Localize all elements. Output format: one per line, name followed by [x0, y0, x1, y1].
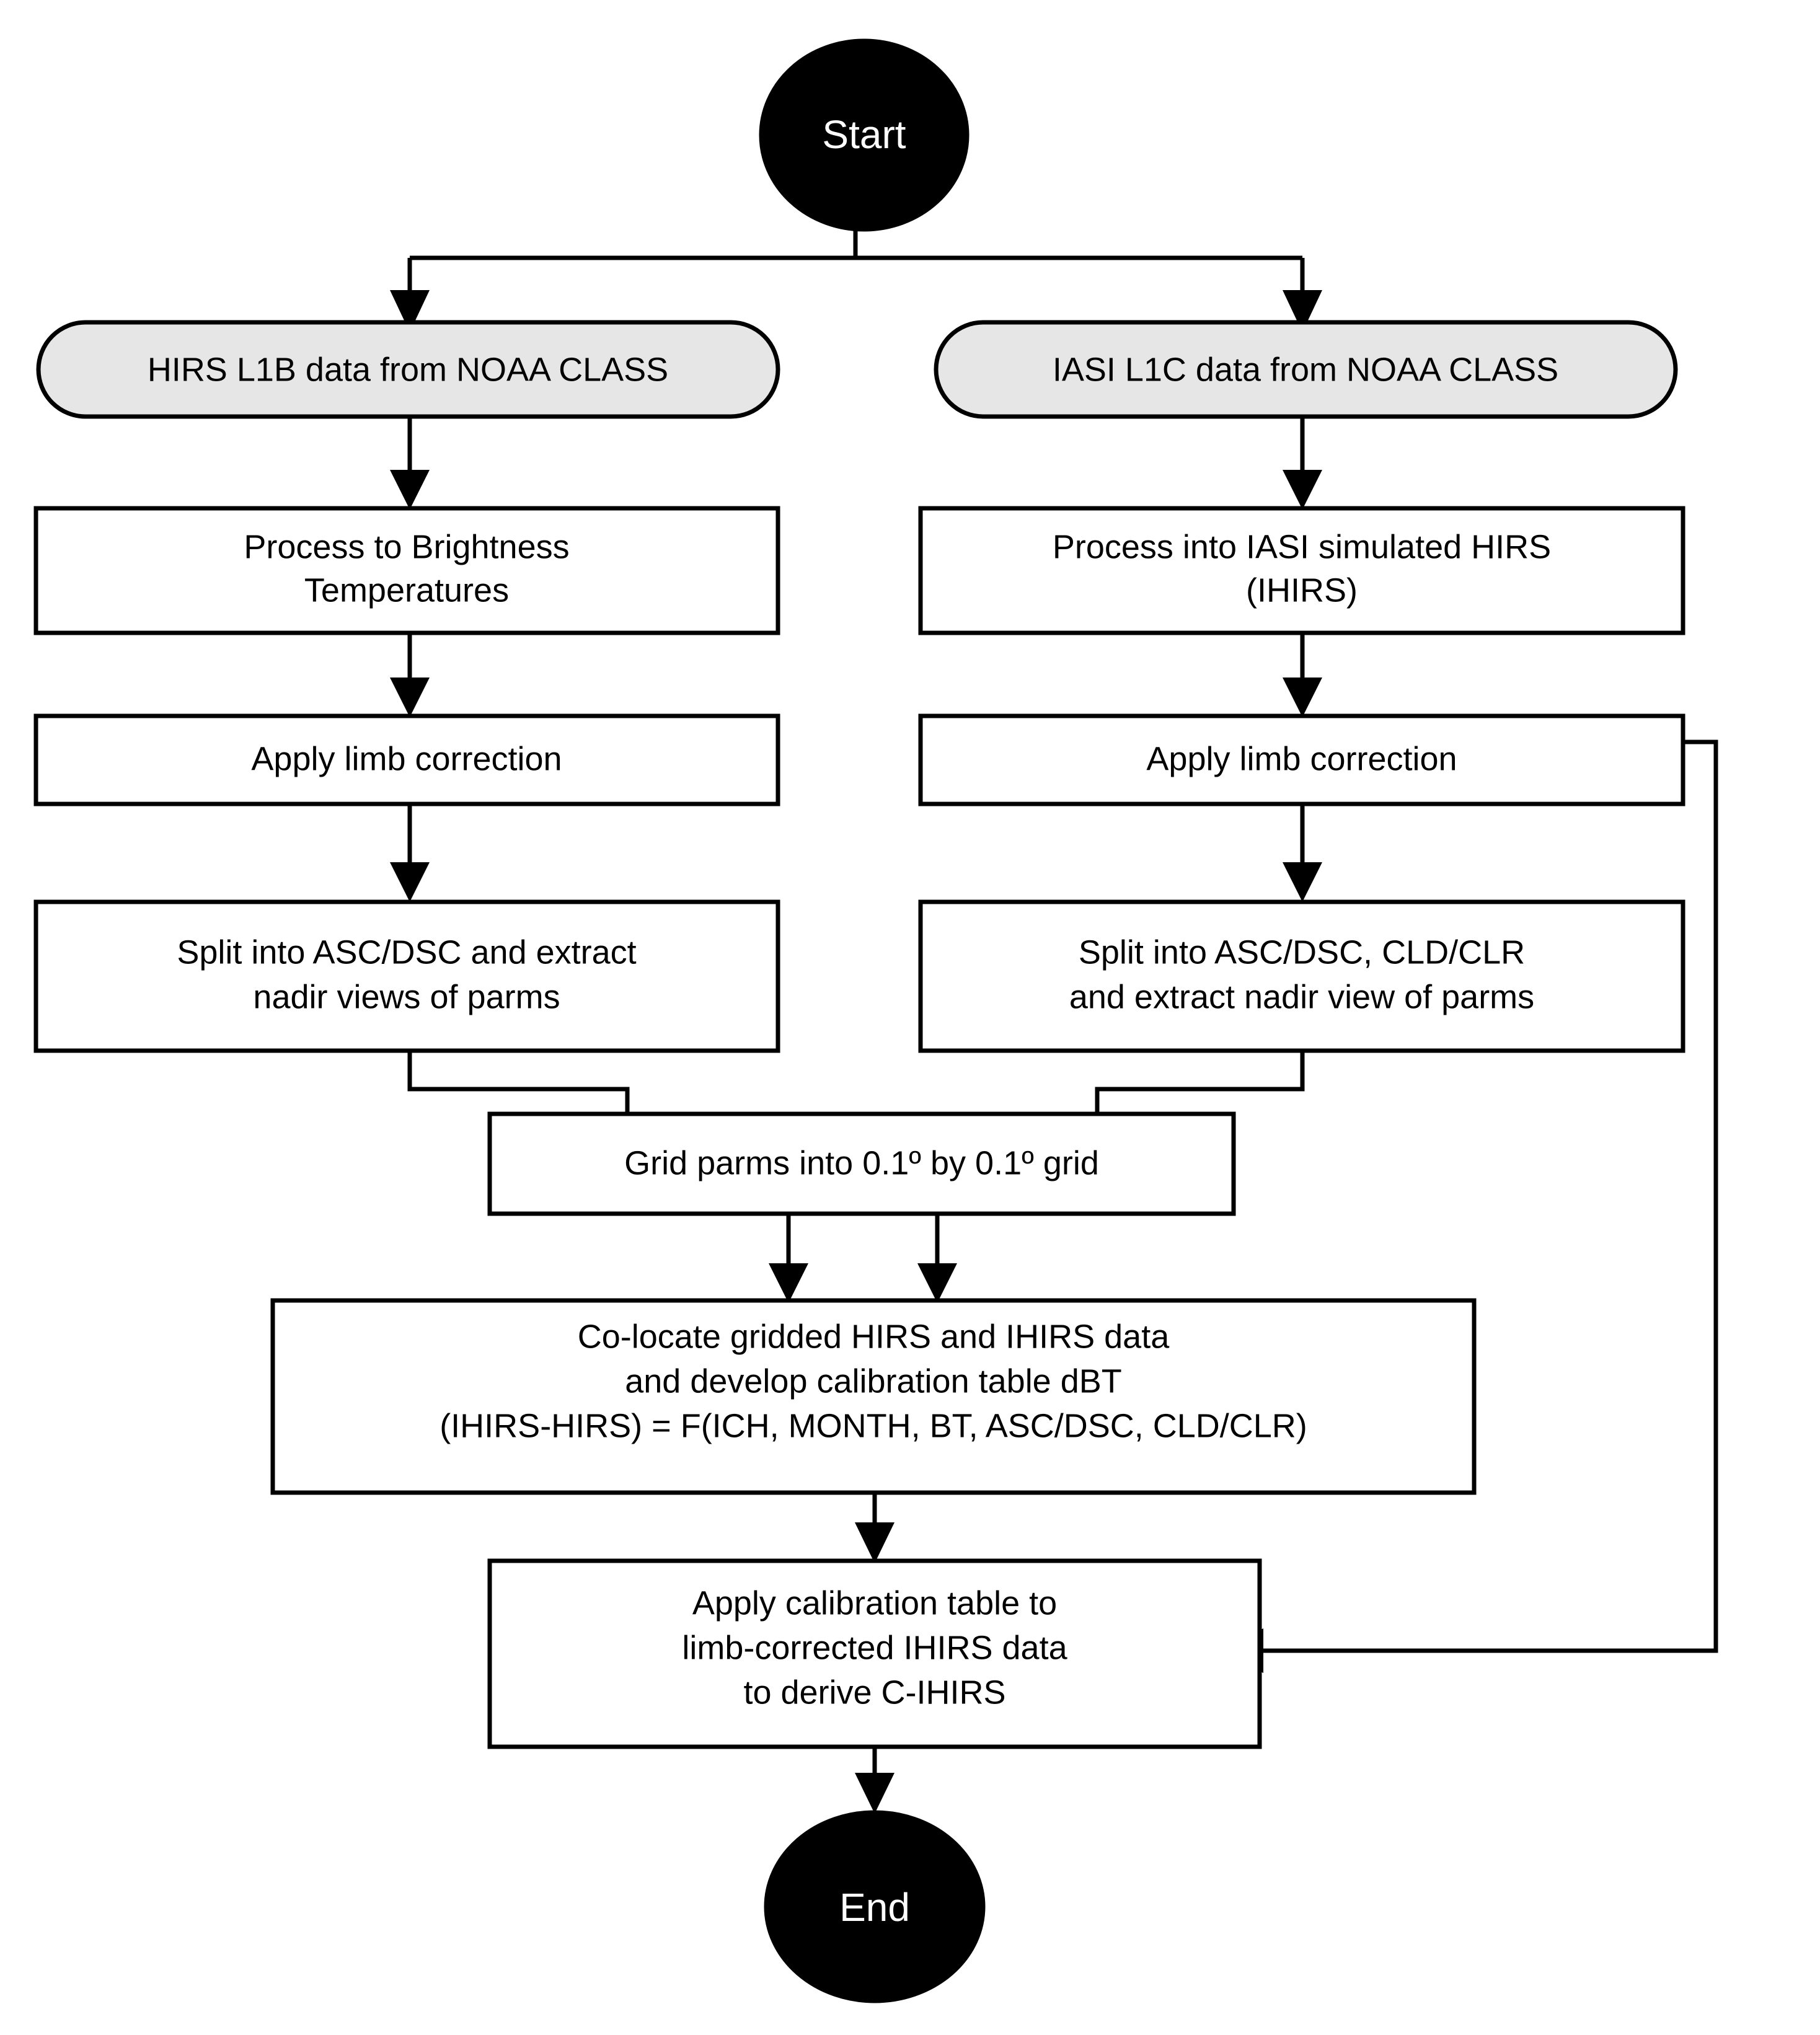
- node-iasi-split-line2: and extract nadir view of parms: [1069, 978, 1534, 1015]
- node-apply-cal[interactable]: Apply calibration table to limb-correcte…: [487, 1558, 1262, 1749]
- node-hirs-process-line2: Temperatures: [304, 572, 509, 609]
- node-hirs-split-line1: Split into ASC/DSC and extract: [177, 934, 636, 971]
- node-colocate-line1: Co-locate gridded HIRS and IHIRS data: [578, 1318, 1170, 1355]
- edge-iasi-process-limb: [1283, 633, 1322, 717]
- node-iasi-split-line1: Split into ASC/DSC, CLD/CLR: [1079, 934, 1525, 971]
- node-grid[interactable]: Grid parms into 0.1º by 0.1º grid: [487, 1111, 1236, 1216]
- node-iasi-limb-label: Apply limb correction: [1146, 740, 1457, 777]
- node-hirs-source-label: HIRS L1B data from NOAA CLASS: [148, 351, 668, 388]
- node-end[interactable]: End: [764, 1810, 986, 2003]
- edge-colocate-apply: [855, 1493, 895, 1563]
- node-apply-cal-line3: to derive C-IHIRS: [743, 1674, 1005, 1711]
- edge-start-split: [390, 229, 1322, 332]
- node-iasi-source-label: IASI L1C data from NOAA CLASS: [1053, 351, 1558, 388]
- node-iasi-source[interactable]: IASI L1C data from NOAA CLASS: [934, 320, 1678, 419]
- node-apply-cal-line1: Apply calibration table to: [692, 1584, 1057, 1622]
- edge-hirs-limb-split: [390, 804, 430, 902]
- edge-hirs-process-limb: [390, 633, 430, 717]
- edge-iasi-source-process: [1283, 417, 1322, 510]
- node-colocate-line2: and develop calibration table dBT: [625, 1362, 1122, 1400]
- node-iasi-split[interactable]: Split into ASC/DSC, CLD/CLR and extract …: [918, 899, 1685, 1053]
- node-end-label: End: [839, 1885, 910, 1930]
- node-iasi-process-line2: (IHIRS): [1246, 572, 1358, 609]
- node-colocate-line3: (IHIRS-HIRS) = F(ICH, MONTH, BT, ASC/DSC…: [440, 1407, 1307, 1444]
- node-hirs-process-line1: Process to Brightness: [244, 528, 569, 565]
- node-hirs-limb[interactable]: Apply limb correction: [33, 713, 780, 806]
- node-iasi-process-line1: Process into IASI simulated HIRS: [1053, 528, 1551, 565]
- node-hirs-split-line2: nadir views of parms: [253, 978, 560, 1015]
- node-hirs-limb-label: Apply limb correction: [251, 740, 562, 777]
- node-grid-label: Grid parms into 0.1º by 0.1º grid: [624, 1144, 1099, 1181]
- node-hirs-process[interactable]: Process to Brightness Temperatures: [33, 506, 780, 635]
- edge-apply-end: [855, 1747, 895, 1814]
- edge-grid-colocate: [769, 1214, 957, 1303]
- node-iasi-process[interactable]: Process into IASI simulated HIRS (IHIRS): [918, 506, 1685, 635]
- node-hirs-source[interactable]: HIRS L1B data from NOAA CLASS: [36, 320, 780, 419]
- node-iasi-limb[interactable]: Apply limb correction: [918, 713, 1685, 806]
- edge-hirs-source-process: [390, 417, 430, 510]
- node-hirs-split[interactable]: Split into ASC/DSC and extract nadir vie…: [33, 899, 780, 1053]
- node-start-label: Start: [822, 112, 906, 157]
- edge-iasi-limb-split: [1283, 804, 1322, 902]
- node-apply-cal-line2: limb-corrected IHIRS data: [682, 1629, 1067, 1666]
- node-colocate[interactable]: Co-locate gridded HIRS and IHIRS data an…: [270, 1298, 1477, 1495]
- node-start[interactable]: Start: [759, 38, 970, 232]
